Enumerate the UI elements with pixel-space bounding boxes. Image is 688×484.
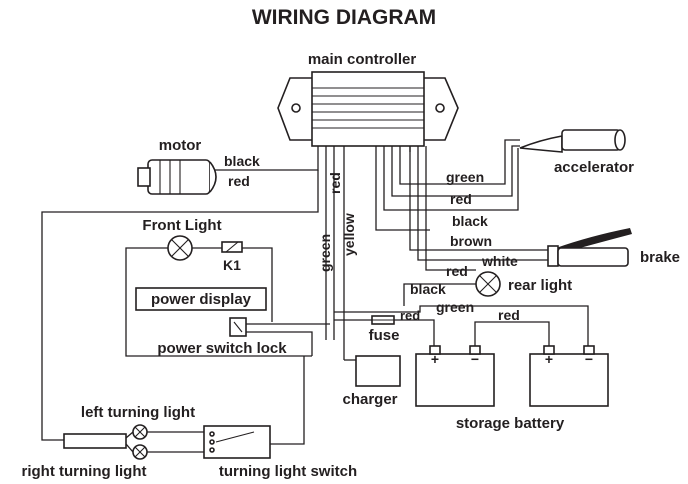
battery1-minus: − — [471, 351, 479, 367]
motor-label: motor — [159, 137, 202, 154]
brown-wire-label: brown — [450, 233, 492, 249]
diagram-title: WIRING DIAGRAM — [252, 6, 436, 29]
turning-light-switch — [203, 425, 271, 459]
main-controller-label: main controller — [308, 51, 417, 68]
rear-red-wire-label: red — [446, 263, 468, 279]
power-switch-lock-label: power switch lock — [157, 340, 287, 357]
power-display — [135, 287, 267, 311]
charger — [355, 355, 401, 387]
battery1-plus: + — [431, 351, 439, 367]
front-light-label: Front Light — [142, 217, 221, 234]
rear-light-label: rear light — [508, 277, 572, 294]
left-turning-light — [132, 424, 148, 440]
storage-battery-2 — [529, 345, 609, 407]
motor-black-wire-label: black — [224, 153, 260, 169]
vertical-wire-bundle — [325, 146, 345, 360]
brake-lever — [547, 228, 632, 267]
front-light-wire — [125, 247, 312, 357]
brake-label: brake — [640, 249, 680, 266]
vert-yellow-wire-label: yellow — [341, 213, 357, 256]
rear-light-wire — [403, 283, 476, 306]
batt-green-wire-label: green — [436, 299, 474, 315]
battery-red-wire — [474, 321, 550, 346]
turn-signal-relay — [63, 433, 127, 449]
fuse-red-wire-label: red — [400, 308, 420, 323]
front-light — [167, 235, 193, 261]
turn-light-wires — [125, 431, 204, 453]
fuse-label: fuse — [369, 327, 400, 344]
switch-lock-wire — [246, 323, 330, 356]
rear-black-wire-label: black — [410, 281, 446, 297]
main-controller — [277, 71, 459, 147]
batt-red-wire-label: red — [498, 307, 520, 323]
black-wire-label: black — [452, 213, 488, 229]
right-turning-light — [132, 444, 148, 460]
motor — [137, 159, 217, 195]
storage-battery-1 — [415, 345, 495, 407]
k1-label: K1 — [223, 257, 241, 273]
vert-green-wire-label: green — [317, 234, 333, 272]
acc-green-wire-label: green — [446, 169, 484, 185]
controller-right-wires — [375, 139, 548, 271]
brake-white-wire-label: white — [481, 253, 518, 269]
k1-wire — [192, 247, 273, 322]
accelerator — [519, 129, 626, 153]
k1-switch — [221, 241, 243, 253]
left-turning-light-label: left turning light — [81, 404, 195, 421]
accelerator-label: accelerator — [554, 159, 634, 176]
battery-green-wire — [334, 305, 589, 346]
turn-switch-feed-wire — [270, 356, 305, 445]
storage-battery-label: storage battery — [456, 415, 565, 432]
fuse-wire — [334, 319, 435, 346]
charger-label: charger — [342, 391, 397, 408]
battery2-minus: − — [585, 351, 593, 367]
power-display-label: power display — [151, 291, 252, 308]
battery2-plus: + — [545, 351, 553, 367]
power-switch-lock — [229, 317, 247, 337]
motor-red-wire-label: red — [228, 173, 250, 189]
turning-light-switch-label: turning light switch — [219, 463, 357, 480]
vert-red-wire-label: red — [327, 172, 343, 194]
acc-red-wire-label: red — [450, 191, 472, 207]
main-loop-wire — [41, 170, 319, 441]
right-turning-light-label: right turning light — [22, 463, 147, 480]
fuse — [371, 315, 395, 325]
rear-light — [475, 271, 501, 297]
